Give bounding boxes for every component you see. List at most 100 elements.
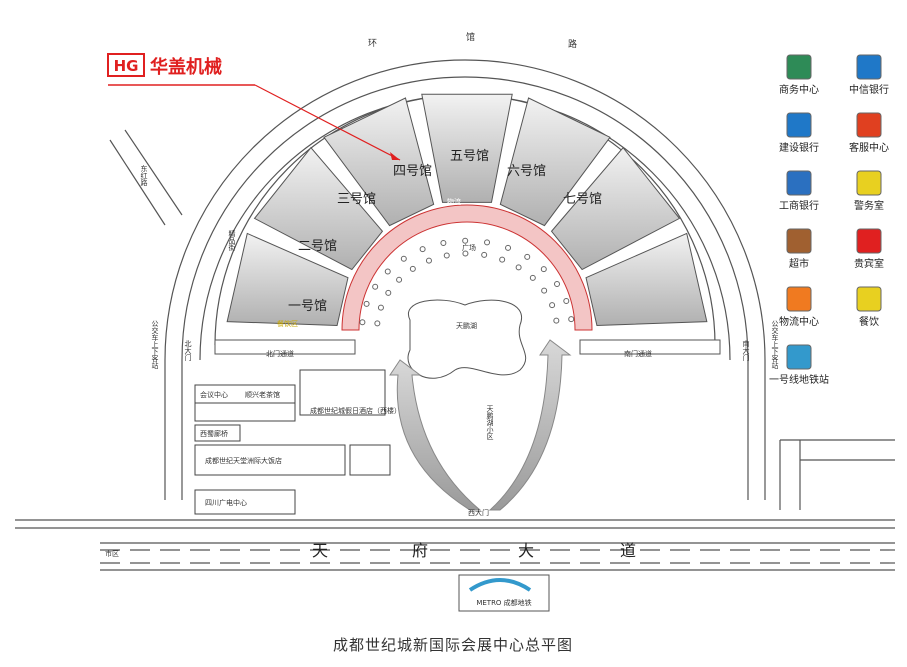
north-passage-label: 北门通道 [266, 349, 294, 358]
legend-label: 餐饮 [859, 315, 879, 328]
legend-item-ccb-bank-icon: 建设银行 [779, 112, 819, 154]
tree-dot [396, 276, 403, 283]
map-title: 成都世纪城新国际会展中心总平图 [333, 636, 573, 654]
plaza-trees [359, 237, 575, 327]
hall-label-5: 五号馆 [450, 149, 489, 164]
meeting-center-label: 会议中心 [200, 390, 228, 399]
logistics-icon [786, 286, 812, 312]
passages [214, 339, 721, 355]
tree-dot [374, 320, 381, 327]
legend-label: 超市 [789, 257, 809, 270]
arc-walkway [341, 204, 593, 331]
tiantang-hotel-label: 成都世纪天堂洲际大饭店 [205, 456, 282, 465]
tree-dot [440, 240, 447, 247]
tree-dot [409, 265, 416, 272]
bus-stop-right-label: 公交车上下客站 [771, 320, 779, 370]
legend-item-supermarket-icon: 超市 [786, 228, 812, 270]
tree-dot [529, 274, 536, 281]
metro-box: METRO 成都地铁 [458, 574, 550, 612]
tree-dot [462, 237, 469, 244]
halls [226, 93, 708, 326]
tree-dot [505, 244, 512, 251]
lake-outline [407, 299, 527, 379]
metro-icon [786, 344, 812, 370]
citic-bank-icon [856, 54, 882, 80]
tree-dot [443, 252, 450, 259]
legend-label: 贵宾室 [854, 257, 884, 270]
dining-icon [856, 286, 882, 312]
hall-2 [253, 146, 384, 271]
jing-pin-jie-label: 精品街 [228, 229, 236, 252]
hall-label-7: 七号馆 [563, 192, 602, 207]
tianfu-char-3: 大 [518, 541, 536, 560]
business-center-icon [786, 54, 812, 80]
legend-item-metro-icon: 一号线地铁站 [769, 344, 829, 386]
tree-dot [400, 255, 407, 262]
hall-label-6: 六号馆 [507, 164, 546, 179]
city-area-label: 市区 [105, 549, 119, 558]
hall-3 [323, 97, 435, 227]
left-buildings [194, 369, 391, 515]
brand-logo-text: HG [114, 57, 139, 75]
east-red-road-label: 东红路 [140, 164, 148, 187]
century-hotel-label: 成都世纪城假日酒店（西楼） [310, 406, 401, 415]
legend-label: 中信银行 [849, 83, 889, 96]
tianfu-char-1: 天 [312, 541, 330, 560]
entry-arrows [389, 339, 572, 511]
tree-dot [549, 302, 556, 309]
hall-7 [585, 232, 708, 326]
tree-dot [553, 317, 560, 324]
tree-dot [554, 281, 561, 288]
plaza-label: 广场 [462, 243, 476, 252]
tianfu-char-4: 道 [620, 541, 638, 560]
tree-dot [481, 251, 488, 258]
police-icon [856, 170, 882, 196]
north-gate-label: 北大门 [184, 340, 192, 362]
legend-item-business-center-icon: 商务中心 [779, 54, 819, 96]
customer-service-icon [856, 112, 882, 138]
logistics-label: 物流 [447, 197, 461, 206]
tree-dot [568, 316, 575, 323]
legend-item-icbc-bank-icon: 工商银行 [779, 170, 819, 212]
hall-6 [550, 146, 681, 271]
icbc-bank-icon [786, 170, 812, 196]
south-gate-label: 南大门 [742, 339, 750, 362]
legend-item-logistics-icon: 物流中心 [779, 286, 819, 328]
hall-label-1: 一号馆 [288, 299, 327, 314]
ccb-bank-icon [786, 112, 812, 138]
ring-road-char-3: 路 [568, 38, 577, 50]
legend-label: 客服中心 [849, 141, 889, 154]
vip-icon [856, 228, 882, 254]
legend-item-citic-bank-icon: 中信银行 [849, 54, 889, 96]
lake-label: 天鹏湖 [456, 321, 477, 330]
supermarket-icon [786, 228, 812, 254]
legend-label: 工商银行 [779, 199, 819, 212]
side-roads [15, 129, 895, 571]
bus-stop-left-label: 公交车上下客站 [151, 320, 159, 370]
south-passage-label: 南门通道 [624, 349, 652, 358]
tree-dot [359, 319, 366, 326]
tree-dot [363, 300, 370, 307]
hall-label-3: 三号馆 [337, 192, 376, 207]
metro-label: METRO 成都地铁 [476, 598, 531, 607]
community-label: 天鹏湖小区 [486, 405, 494, 440]
xishu-bridge-label: 西蜀廊桥 [200, 429, 228, 438]
tree-dot [385, 289, 392, 296]
hall-label-2: 二号馆 [298, 239, 337, 254]
west-gate-label: 西大门 [468, 508, 489, 517]
tree-dot [541, 287, 548, 294]
tree-dot [484, 239, 491, 246]
legend-item-dining-icon: 餐饮 [856, 286, 882, 328]
tree-dot [425, 257, 432, 264]
legend-label: 警务室 [854, 199, 884, 212]
legend-label: 商务中心 [779, 83, 819, 96]
ring-road-char-1: 环 [368, 38, 377, 49]
legend-label: 建设银行 [779, 141, 819, 154]
tree-dot [524, 253, 531, 260]
hall-1 [226, 232, 349, 326]
tianfu-char-2: 府 [412, 541, 430, 560]
tree-dot [515, 264, 522, 271]
legend-label: 物流中心 [779, 315, 819, 328]
